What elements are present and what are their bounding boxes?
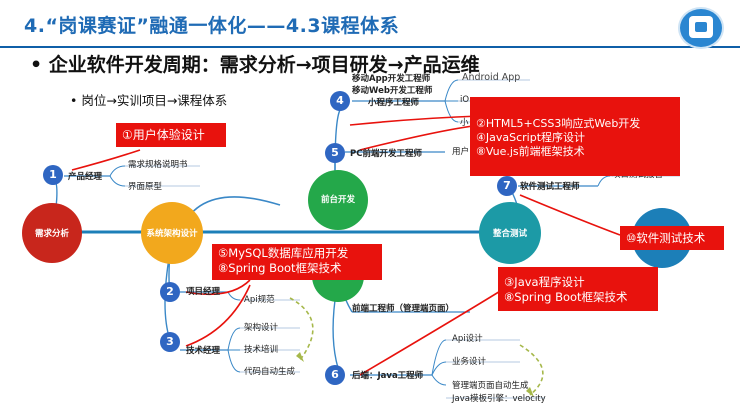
- leaf-api-design: Api设计: [452, 334, 483, 344]
- role-number-2: 2: [160, 282, 180, 302]
- role-admin-frontend: 前端工程师（管理端页面）: [352, 304, 455, 314]
- role-number-1: 1: [43, 165, 63, 185]
- role-mini-program: 小程序工程师: [368, 98, 420, 108]
- leaf-admin-page-gen: 管理端页面自动生成: [452, 381, 529, 391]
- callout-java-courses: ③Java程序设计 ⑧Spring Boot框架技术: [498, 267, 658, 311]
- node-arch-circle: [141, 202, 203, 264]
- leaf-api-spec: Api规范: [244, 295, 275, 305]
- subheading: • 岗位→实训项目→课程体系: [70, 93, 228, 108]
- leaf-ui-prototype: 界面原型: [128, 182, 163, 192]
- leaf-tech-training: 技术培训: [244, 345, 279, 355]
- role-number-7: 7: [497, 176, 517, 196]
- node-frontend-circle: [308, 170, 368, 230]
- role-number-6: 6: [325, 365, 345, 385]
- callout-ux-design: ①用户体验设计: [116, 123, 226, 147]
- leaf-code-gen: 代码自动生成: [244, 367, 296, 377]
- role-mobile-web: 移动Web开发工程师: [352, 86, 433, 96]
- leaf-android-app: Android App: [462, 72, 521, 83]
- role-tech-manager: 技术经理: [186, 346, 221, 356]
- leaf-pc-user: 用户: [452, 147, 470, 157]
- node-demand-label: 需求分析: [34, 229, 69, 239]
- role-test-engineer: 软件测试工程师: [520, 182, 580, 192]
- role-project-manager: 项目经理: [186, 287, 221, 297]
- leaf-architecture: 架构设计: [244, 323, 279, 333]
- role-number-5: 5: [325, 143, 345, 163]
- callout-testing-courses: ⑩软件测试技术: [620, 226, 724, 250]
- callout-frontend-courses: ②HTML5+CSS3响应式Web开发 ④JavaScript程序设计 ⑧Vue…: [470, 97, 680, 176]
- leaf-velocity: Java模板引擎：velocity: [452, 394, 546, 404]
- leaf-requirement-spec: 需求规格说明书: [128, 160, 188, 170]
- logo-icon: [678, 7, 724, 49]
- node-test-circle: [479, 202, 541, 264]
- node-demand-circle: [22, 203, 82, 263]
- role-pc-frontend: PC前端开发工程师: [350, 149, 422, 159]
- bottom-band: [0, 408, 740, 416]
- role-number-4: 4: [330, 91, 350, 111]
- node-test-label: 整合测试: [492, 229, 527, 239]
- role-number-3: 3: [160, 332, 180, 352]
- role-java-backend: 后端：Java工程师: [352, 371, 424, 381]
- callout-db-courses: ⑤MySQL数据库应用开发 ⑧Spring Boot框架技术: [212, 244, 382, 280]
- role-mobile-app: 移动App开发工程师: [352, 74, 431, 84]
- node-frontend-label: 前台开发: [320, 195, 355, 205]
- slide-title: 4.“岗课赛证”融通一体化——4.3课程体系: [24, 15, 400, 37]
- leaf-ios: iO: [460, 95, 470, 105]
- title-bar: [0, 0, 740, 46]
- title-divider: [0, 46, 740, 48]
- node-arch-label: 系统架构设计: [146, 229, 198, 239]
- leaf-business-design: 业务设计: [452, 357, 487, 367]
- headline: • 企业软件开发周期：需求分析→项目研发→产品运维: [30, 54, 480, 76]
- leaf-mini: 小: [460, 118, 469, 128]
- role-product-manager: 产品经理: [68, 172, 103, 182]
